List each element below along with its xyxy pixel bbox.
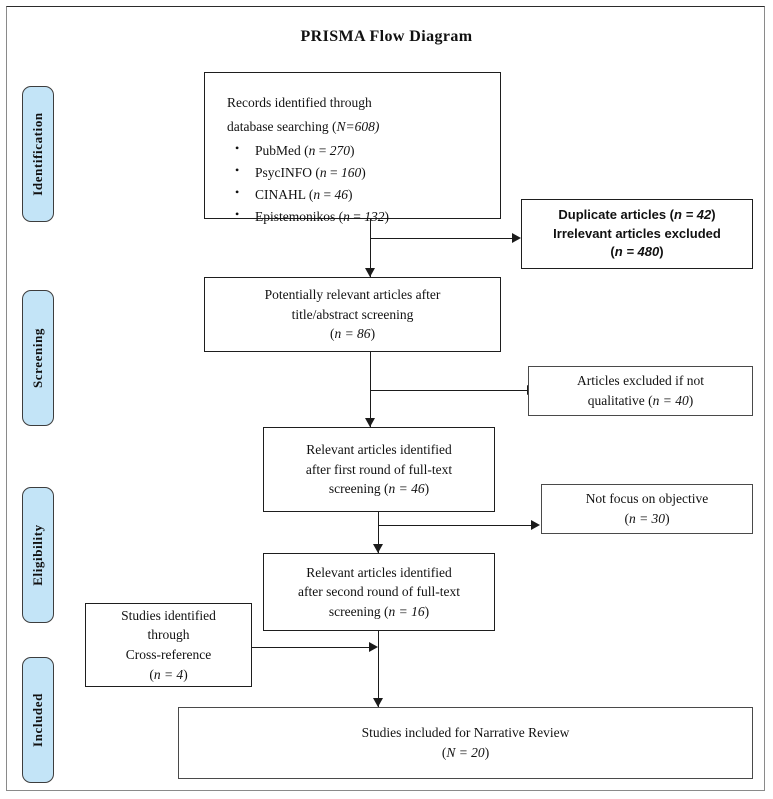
- potentially-relevant-line-1: Potentially relevant articles after: [264, 287, 441, 303]
- arrowhead-records-to-screening: [364, 268, 375, 277]
- potentially-relevant-line-3: (n = 86): [329, 326, 376, 342]
- box-potentially-relevant: Potentially relevant articles after titl…: [204, 277, 501, 352]
- list-item: CINAHL (n = 46): [235, 183, 490, 206]
- arrowhead-records-to-duplicates: [512, 232, 521, 243]
- studies-included-line-2: (N = 20): [441, 745, 490, 760]
- not-focus-line-2: (n = 30): [624, 511, 670, 526]
- list-item: Epistemonikos (n = 132): [235, 205, 490, 228]
- records-source-list: PubMed (n = 270) PsycINFO (n = 160) CINA…: [227, 139, 490, 228]
- page-title: PRISMA Flow Diagram: [300, 28, 473, 45]
- phase-label-included: Included: [22, 657, 54, 783]
- connector-screening-to-eligibility-vertical: [370, 352, 371, 427]
- connector-second-round-to-included-vertical: [378, 631, 379, 707]
- cross-reference-line-3: Cross-reference: [125, 647, 212, 662]
- phase-label-eligibility-text: Eligibility: [30, 524, 45, 586]
- box-duplicates-excluded: Duplicate articles (n = 42) Irrelevant a…: [521, 199, 753, 269]
- arrowhead-cross-reference-merge: [369, 641, 378, 652]
- records-line-1: Records identified through: [227, 95, 372, 110]
- phase-label-screening-text: Screening: [30, 327, 45, 389]
- cross-reference-line-4: (n = 4): [149, 666, 188, 682]
- duplicates-line-1: Duplicate articles (n = 42): [558, 206, 716, 222]
- relevant-first-line-1: Relevant articles identified: [306, 442, 452, 458]
- arrowhead-screening-to-eligibility: [364, 418, 375, 427]
- connector-first-to-second-round-vertical: [378, 512, 379, 553]
- cross-reference-line-2: through: [147, 627, 190, 643]
- studies-included-line-1: Studies included for Narrative Review: [361, 725, 570, 741]
- box-studies-included: Studies included for Narrative Review (N…: [178, 707, 753, 779]
- potentially-relevant-line-2: title/abstract screening: [291, 306, 414, 322]
- not-focus-line-1: Not focus on objective: [585, 491, 709, 507]
- phase-label-identification: Identification: [22, 86, 54, 222]
- relevant-second-line-1: Relevant articles identified: [306, 564, 452, 580]
- records-line-2: database searching (N=608): [227, 118, 380, 134]
- box-cross-reference: Studies identified through Cross-referen…: [85, 603, 252, 687]
- relevant-second-line-3: screening (n = 16): [328, 603, 430, 619]
- phase-label-screening: Screening: [22, 290, 54, 426]
- duplicates-line-2: Irrelevant articles excluded: [553, 225, 721, 241]
- relevant-first-line-3: screening (n = 46): [328, 481, 430, 497]
- phase-label-eligibility: Eligibility: [22, 487, 54, 623]
- connector-records-to-duplicates-horizontal: [370, 238, 514, 239]
- relevant-second-line-2: after second round of full-text: [298, 584, 460, 600]
- list-item: PsycINFO (n = 160): [235, 161, 490, 184]
- excluded-qualitative-line-1: Articles excluded if not: [576, 373, 705, 389]
- phase-label-identification-text: Identification: [30, 112, 45, 196]
- cross-reference-line-1: Studies identified: [121, 607, 216, 623]
- relevant-first-line-2: after first round of full-text: [305, 461, 453, 477]
- box-relevant-first-round: Relevant articles identified after first…: [263, 427, 495, 512]
- excluded-qualitative-line-2: qualitative (n = 40): [587, 393, 694, 408]
- connector-first-round-to-not-focus-horizontal: [378, 525, 533, 526]
- phase-label-included-text: Included: [30, 693, 45, 747]
- box-not-focus-objective: Not focus on objective (n = 30): [541, 484, 753, 534]
- box-excluded-not-qualitative: Articles excluded if not qualitative (n …: [528, 366, 753, 416]
- records-header: Records identified through database sear…: [227, 91, 490, 138]
- box-records-identified: Records identified through database sear…: [204, 72, 501, 224]
- box-relevant-second-round: Relevant articles identified after secon…: [263, 553, 495, 631]
- arrowhead-second-round-to-included: [372, 698, 383, 707]
- arrowhead-first-round-to-not-focus: [531, 519, 540, 530]
- connector-screening-to-excluded-horizontal: [370, 390, 529, 391]
- duplicates-line-3: (n = 480): [610, 244, 664, 260]
- connector-cross-reference-horizontal: [252, 647, 370, 648]
- list-item: PubMed (n = 270): [235, 139, 490, 162]
- arrowhead-first-to-second-round: [372, 544, 383, 553]
- connector-records-to-screening-vertical: [370, 219, 371, 277]
